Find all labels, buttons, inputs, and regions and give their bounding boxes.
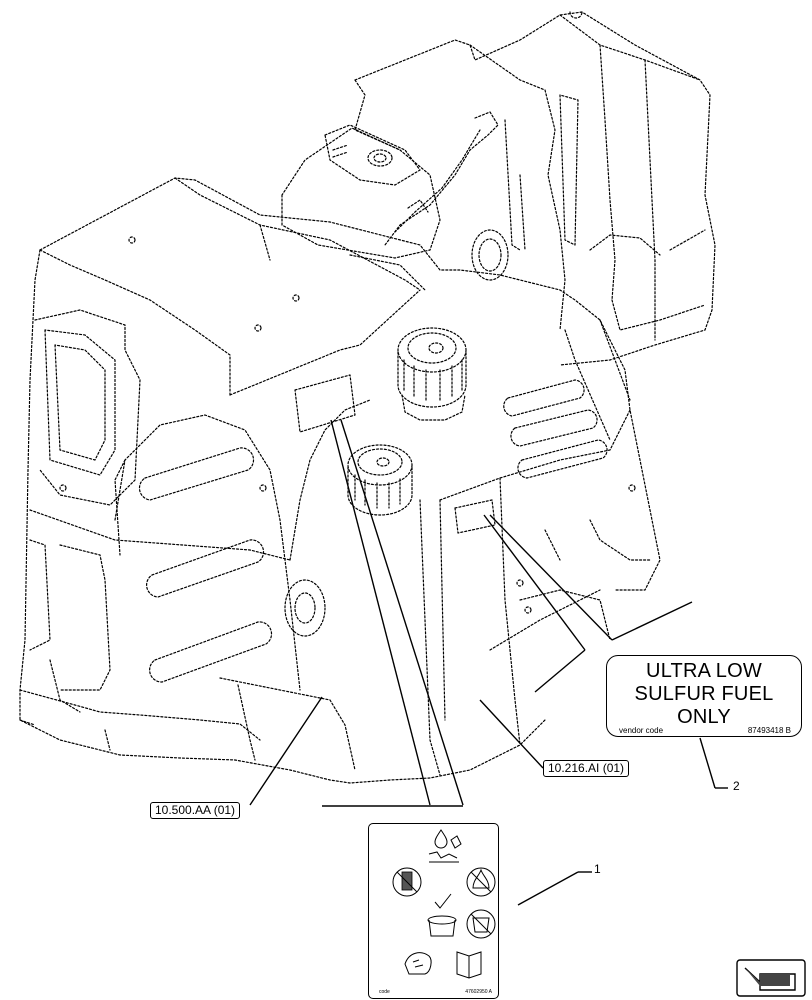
no-fire-icon	[466, 867, 496, 897]
no-phone-icon	[392, 867, 422, 897]
no-open-flame-icon	[466, 909, 496, 939]
rear-tank	[281, 11, 716, 366]
callout-number-1: 1	[594, 862, 601, 876]
fuel-drop-icon	[428, 829, 462, 863]
safety-label-card: code 47602950 A	[368, 823, 499, 999]
decal-text-line-2: SULFUR FUEL	[634, 683, 774, 705]
decal-part-number: 87493418 B	[747, 726, 791, 735]
label-card-code: code	[379, 989, 390, 995]
fuel-filter-check-icon	[427, 893, 457, 937]
orientation-arrow-icon	[736, 959, 806, 997]
fuel-cap-small	[347, 444, 413, 516]
fuel-sender-unit	[324, 111, 499, 246]
manual-book-icon	[456, 951, 482, 979]
decal-text-line-3: ONLY	[677, 706, 731, 728]
fuel-cap-large	[397, 327, 467, 421]
decal-text-line-1: ULTRA LOW	[646, 660, 762, 682]
glove-hand-icon	[404, 952, 432, 975]
front-tank	[19, 177, 661, 784]
reference-label-right[interactable]: 10.216.AI (01)	[543, 760, 630, 777]
label-card-part-number: 47602950 A	[465, 989, 492, 995]
callout-number-2: 2	[733, 779, 740, 793]
tank-decal-area	[294, 374, 356, 433]
reference-label-left[interactable]: 10.500.AA (01)	[150, 802, 241, 819]
ultra-low-sulfur-fuel-decal: ULTRA LOW SULFUR FUEL ONLY vendor code 8…	[606, 655, 802, 737]
leader-lines	[249, 419, 728, 906]
decal-vendor-code: vendor code	[619, 726, 664, 735]
